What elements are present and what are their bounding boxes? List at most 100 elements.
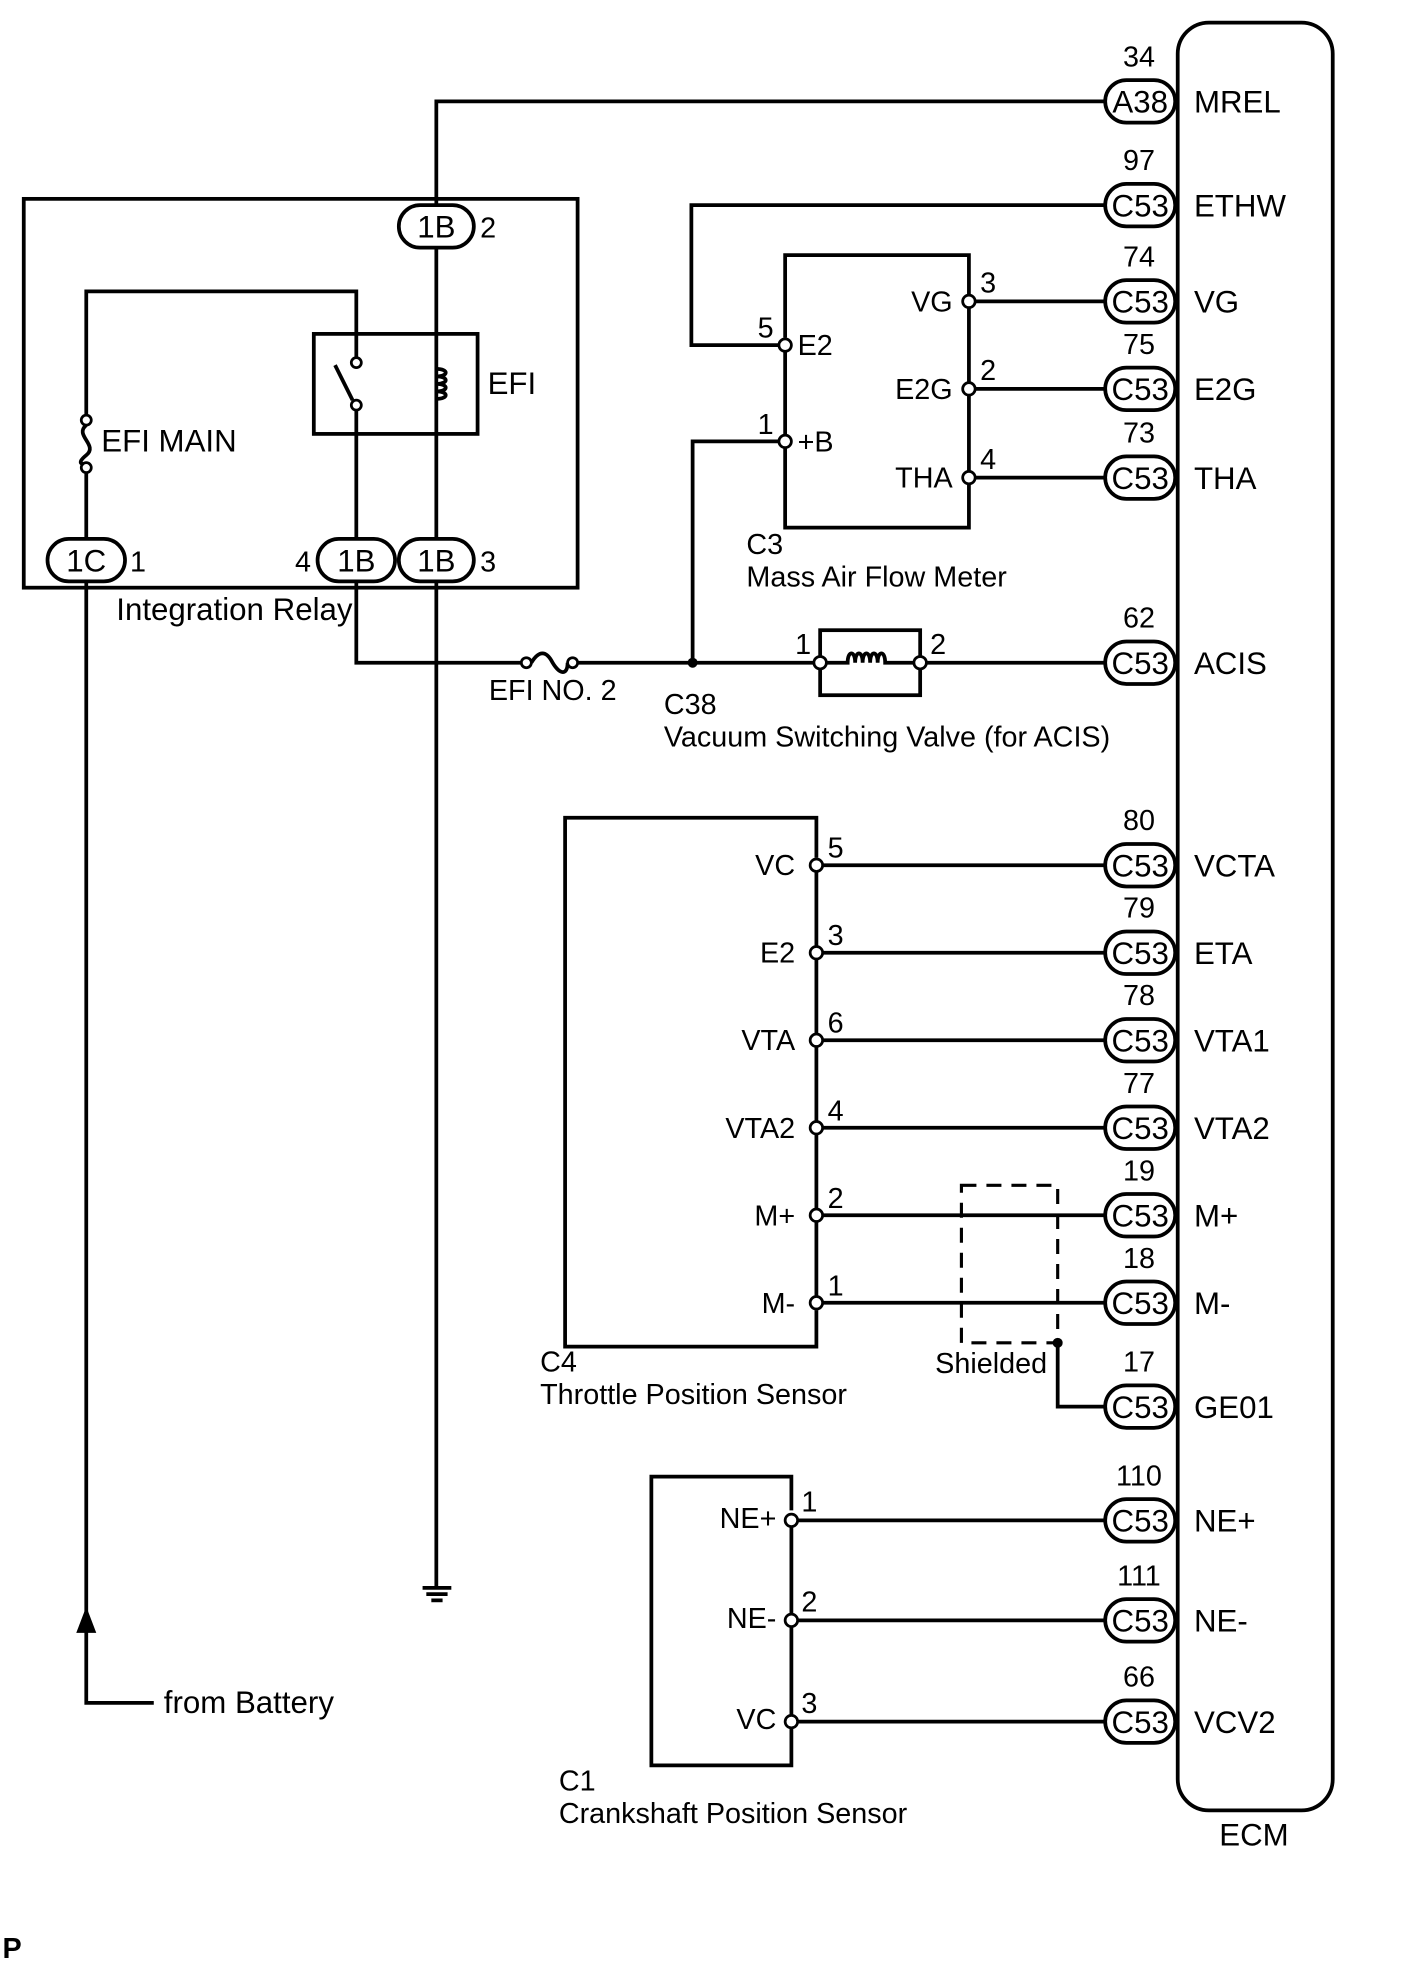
tps-pin-label: VTA2 bbox=[725, 1113, 795, 1145]
maf-pin-e2-label: E2 bbox=[798, 330, 833, 362]
ecm-signal-name: VTA2 bbox=[1194, 1111, 1270, 1146]
tps-pin bbox=[808, 1295, 825, 1311]
vsv-coil-icon bbox=[826, 651, 914, 665]
ckp-box bbox=[649, 1474, 794, 1768]
efi-main-fuse-top bbox=[79, 413, 93, 427]
relay-connector-1b-3-code: 1B bbox=[417, 543, 455, 578]
ecm-signal-name: M- bbox=[1194, 1286, 1230, 1321]
maf-pin-b-label: +B bbox=[798, 426, 834, 458]
ecm-signal-name: VCV2 bbox=[1194, 1705, 1276, 1740]
tps-pin bbox=[808, 1032, 825, 1048]
ecm-signal-name: M+ bbox=[1194, 1199, 1238, 1234]
ecm-pin-number: 74 bbox=[1123, 241, 1155, 273]
relay-coil-icon bbox=[436, 367, 448, 401]
mrel-wire bbox=[434, 99, 1106, 1588]
tps-pin-number: 1 bbox=[828, 1270, 844, 1302]
ecm-pin-number: 17 bbox=[1123, 1347, 1155, 1379]
maf-pin-e2g-number: 2 bbox=[980, 355, 996, 387]
vsv-name: Vacuum Switching Valve (for ACIS) bbox=[664, 721, 1110, 753]
ecm-pin-number: 19 bbox=[1123, 1155, 1155, 1187]
efi-relay-box bbox=[311, 332, 480, 436]
ecm-connector-code: C53 bbox=[1112, 1286, 1169, 1321]
tps-pin-number: 6 bbox=[828, 1008, 844, 1040]
ecm-pin-number: 111 bbox=[1117, 1560, 1161, 1592]
tps-pin-number: 5 bbox=[828, 833, 844, 865]
ecm-pin-number: 34 bbox=[1123, 41, 1155, 73]
ecm-pin-number: 79 bbox=[1123, 893, 1155, 925]
tps-code: C4 bbox=[540, 1347, 577, 1379]
ecm-connector-code: C53 bbox=[1112, 1705, 1169, 1740]
ecm-signal-name: VCTA bbox=[1194, 848, 1275, 883]
ecm-signal-name: ACIS bbox=[1194, 646, 1267, 681]
tps-box bbox=[563, 815, 819, 1349]
ecm-pin-number: 18 bbox=[1123, 1243, 1155, 1275]
ecm-pin-number: 77 bbox=[1123, 1068, 1155, 1100]
ecm-box bbox=[1175, 20, 1335, 1813]
tps-pin-label: VTA bbox=[741, 1025, 796, 1057]
ecm-connector-code: C53 bbox=[1112, 848, 1169, 883]
ecm-signal-name: NE- bbox=[1194, 1604, 1248, 1639]
vsv-pin-2-number: 2 bbox=[930, 629, 946, 661]
relay-connector-1b-3 bbox=[396, 537, 476, 584]
shield-label: Shielded bbox=[935, 1348, 1047, 1380]
battery-label: from Battery bbox=[164, 1685, 335, 1720]
ecm-pin-number: 110 bbox=[1116, 1460, 1162, 1492]
efi-main-fuse-bottom bbox=[79, 461, 93, 475]
ecm-connector-code: C53 bbox=[1112, 461, 1169, 496]
efi-main-fuse-label: EFI MAIN bbox=[101, 423, 236, 458]
vsv-pin-1-number: 1 bbox=[795, 629, 811, 661]
ecm-connector-code: C53 bbox=[1112, 1504, 1169, 1539]
vsv-pin-2 bbox=[912, 655, 928, 671]
ckp-pin-number: 2 bbox=[801, 1587, 817, 1619]
ecm-connector-code: C53 bbox=[1112, 1604, 1169, 1639]
ecm-terminals: A3834MRELC5397ETHWC5374VGC5375E2GC5373TH… bbox=[1103, 41, 1286, 1745]
relay-contact-top bbox=[349, 356, 363, 370]
efi-main-fuse-icon bbox=[78, 423, 92, 466]
maf-pin-e2g bbox=[961, 381, 977, 397]
battery-wire bbox=[84, 581, 154, 1705]
tps-pin bbox=[808, 1120, 825, 1136]
integration-relay-box bbox=[21, 196, 580, 590]
maf-pin-b-number: 1 bbox=[758, 409, 774, 441]
vsv-code: C38 bbox=[664, 689, 717, 721]
ecm-pin-number: 73 bbox=[1123, 418, 1155, 450]
relay-connector-1b-2-code: 1B bbox=[417, 210, 455, 245]
maf-pin-b bbox=[777, 433, 793, 450]
tps-pin-number: 4 bbox=[828, 1095, 844, 1127]
ecm-connector-code: C53 bbox=[1112, 188, 1169, 223]
tps-pin bbox=[808, 1207, 825, 1223]
maf-pin-vg bbox=[961, 293, 977, 310]
tps-pin-label: E2 bbox=[760, 938, 795, 970]
ecm-connector-code: C53 bbox=[1112, 936, 1169, 971]
efi-no2-label: EFI NO. 2 bbox=[489, 675, 617, 707]
ecm-connector-code: C53 bbox=[1112, 1199, 1169, 1234]
ecm-connector-code: C53 bbox=[1112, 646, 1169, 681]
ckp-pin bbox=[783, 1612, 800, 1628]
efi-no2-fuse-right bbox=[566, 656, 579, 670]
tps-pin-number: 3 bbox=[828, 920, 844, 952]
tps-pin-number: 2 bbox=[828, 1183, 844, 1215]
ecm-signal-name: NE+ bbox=[1194, 1504, 1256, 1539]
battery-arrow-icon bbox=[76, 1606, 97, 1633]
ecm-pin-number: 80 bbox=[1123, 805, 1155, 837]
relay-connector-1b-4-code: 1B bbox=[337, 543, 375, 578]
ecm-connector-code: C53 bbox=[1112, 1390, 1169, 1425]
ecm-connector-code: C53 bbox=[1112, 1111, 1169, 1146]
relay-connector-1b-2 bbox=[396, 203, 476, 250]
efi-relay-label: EFI bbox=[488, 366, 537, 401]
relay-contact-wire bbox=[84, 289, 359, 417]
integration-relay-label: Integration Relay bbox=[116, 592, 353, 627]
ecm-pin-number: 62 bbox=[1123, 603, 1155, 635]
tps-pin-label: VC bbox=[755, 850, 795, 882]
